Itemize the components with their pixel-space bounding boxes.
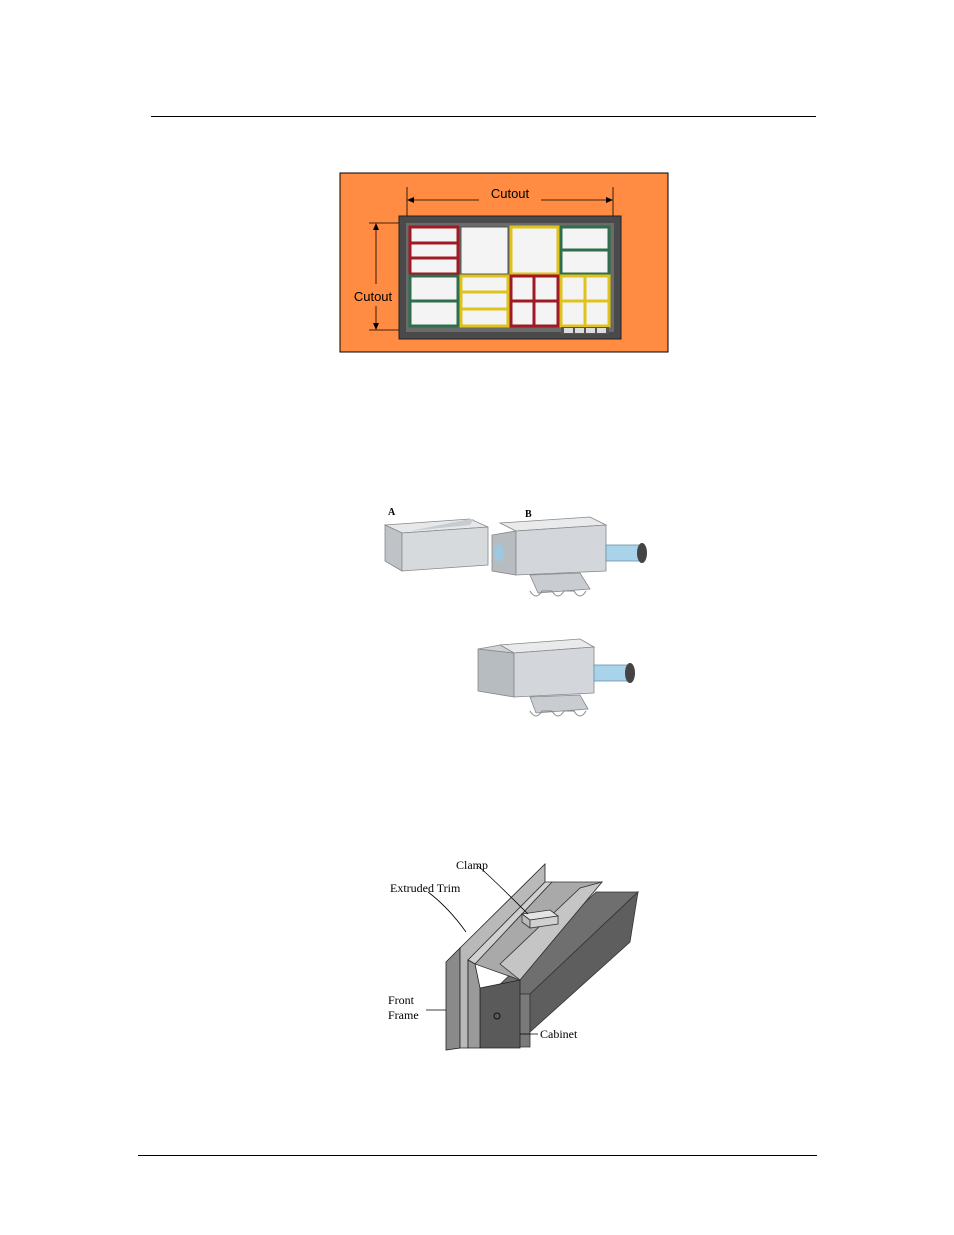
front-frame-label-line1: Front <box>388 993 415 1007</box>
clamp-label: Clamp <box>456 858 488 872</box>
front-frame-label-line2: Frame <box>388 1008 419 1022</box>
part-a-label: A <box>388 507 396 518</box>
cabinet-label: Cabinet <box>540 1027 578 1041</box>
part-b-label: B <box>525 509 532 520</box>
header-rule <box>151 116 816 117</box>
footer-rule <box>138 1155 817 1156</box>
cutout-horizontal-label: Cutout <box>491 186 530 201</box>
cutout-vertical-label: Cutout <box>354 289 393 304</box>
clamp-parts-figure: A B <box>380 505 660 730</box>
trim-mounting-figure: Clamp Extruded Trim Front Frame Cabinet <box>380 852 642 1057</box>
panel-cutout-figure: Cutout Cutout <box>339 172 669 353</box>
extruded-trim-label: Extruded Trim <box>390 881 461 895</box>
